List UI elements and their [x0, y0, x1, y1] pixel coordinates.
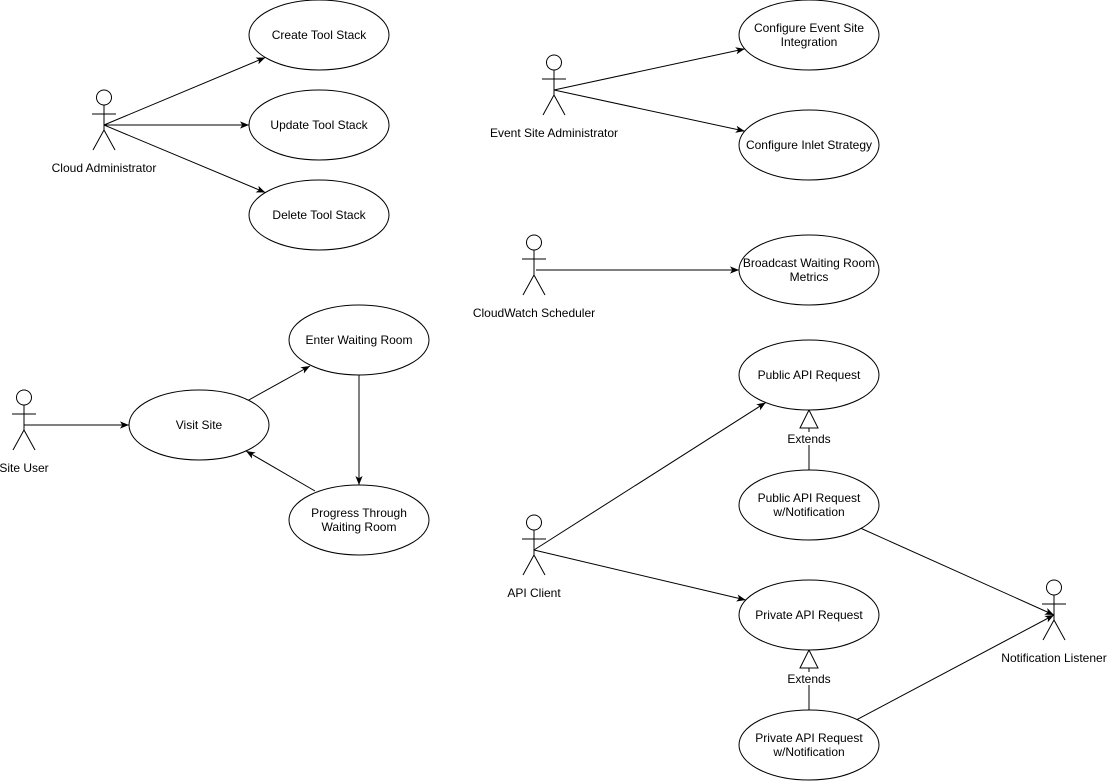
use-case-label: Public API Request [758, 368, 861, 382]
actor-head [96, 89, 112, 106]
actor-label: Event Site Administrator [490, 126, 618, 140]
use-case-ellipse[interactable] [288, 304, 430, 376]
use-case-delete-tool-stack[interactable]: Delete Tool Stack [248, 179, 390, 251]
use-case-label: Private API Request [755, 608, 863, 622]
use-case-label: Broadcast Waiting Room [743, 256, 875, 270]
association-private-api-request-notification-to-notification-listener [856, 614, 1055, 720]
use-case-visit-site[interactable]: Visit Site [128, 389, 270, 461]
association-public-api-request-notification-to-notification-listener [860, 527, 1055, 616]
association-event-site-admin-to-configure-inlet-strategy [553, 89, 745, 133]
association-event-site-admin-to-configure-event-site-integration [553, 47, 745, 91]
use-case-ellipse[interactable] [738, 709, 880, 781]
actor-label: Cloud Administrator [52, 161, 157, 175]
actor-left-leg [522, 274, 535, 296]
association-cloud-admin-to-create-tool-stack [103, 57, 266, 126]
actor-label: CloudWatch Scheduler [473, 306, 595, 320]
actor-right-leg [1053, 619, 1066, 641]
use-case-ellipse[interactable] [248, 179, 390, 251]
actor-label: API Client [507, 586, 561, 600]
association-visit-site-to-enter-waiting-room [246, 365, 311, 402]
use-case-label: Enter Waiting Room [306, 333, 413, 347]
use-case-private-api-request[interactable]: Private API Request [738, 579, 880, 651]
use-case-enter-waiting-room[interactable]: Enter Waiting Room [288, 304, 430, 376]
use-case-label: w/Notification [772, 745, 844, 759]
use-case-label: Update Tool Stack [270, 118, 368, 132]
extends-label-bg [785, 432, 833, 445]
use-case-label: Visit Site [176, 418, 223, 432]
actor-right-leg [533, 274, 546, 296]
use-case-configure-inlet-strategy[interactable]: Configure Inlet Strategy [738, 109, 880, 181]
use-case-ellipse[interactable] [738, 109, 880, 181]
use-case-label: Configure Event Site [754, 21, 864, 35]
actor-right-leg [533, 554, 546, 576]
actor-event-site-admin[interactable]: Event Site Administrator [490, 54, 618, 140]
use-case-label: Waiting Room [322, 520, 397, 534]
use-case-label: w/Notification [772, 505, 844, 519]
actor-label: Notification Listener [1001, 651, 1106, 665]
use-case-label: Private API Request [755, 731, 863, 745]
extends-private-api-request-notification-to-private-api-request: Extends [785, 648, 833, 710]
actor-right-leg [23, 429, 36, 451]
use-case-label: Progress Through [311, 506, 407, 520]
use-case-ellipse[interactable] [248, 89, 390, 161]
use-case-ellipse[interactable] [248, 0, 390, 71]
use-case-ellipse[interactable] [738, 234, 880, 306]
use-case-label: Configure Inlet Strategy [746, 138, 872, 152]
actor-icon [1042, 579, 1066, 641]
use-case-public-api-request[interactable]: Public API Request [738, 339, 880, 411]
association-cloud-admin-to-delete-tool-stack [103, 124, 266, 193]
use-case-label: Public API Request [758, 491, 861, 505]
actor-icon [92, 89, 116, 151]
extends-public-api-request-notification-to-public-api-request: Extends [785, 408, 833, 470]
actor-head [546, 54, 562, 71]
actor-left-leg [92, 129, 105, 151]
actor-icon [542, 54, 566, 116]
actor-cloud-admin[interactable]: Cloud Administrator [52, 89, 157, 175]
use-case-ellipse[interactable] [288, 484, 430, 556]
actor-site-user[interactable]: Site User [0, 389, 49, 475]
association-api-client-to-private-api-request [533, 549, 746, 602]
actor-cloudwatch-scheduler[interactable]: CloudWatch Scheduler [473, 234, 595, 320]
actor-left-leg [12, 429, 25, 451]
actor-left-leg [522, 554, 535, 576]
actor-icon [12, 389, 36, 451]
use-case-label: Integration [781, 35, 838, 49]
actor-notification-listener[interactable]: Notification Listener [1001, 579, 1107, 665]
association-progress-through-waiting-room-to-visit-site [245, 450, 316, 492]
association-api-client-to-public-api-request [533, 402, 767, 551]
actor-api-client[interactable]: API Client [507, 514, 561, 600]
actor-left-leg [542, 94, 555, 116]
use-case-ellipse[interactable] [738, 0, 880, 71]
actor-head [16, 389, 32, 406]
use-case-label: Delete Tool Stack [272, 208, 366, 222]
actor-right-leg [553, 94, 566, 116]
use-case-ellipse[interactable] [738, 469, 880, 541]
actor-left-leg [1042, 619, 1055, 641]
extends-arrowhead [799, 408, 819, 429]
use-case-ellipse[interactable] [738, 579, 880, 651]
use-case-update-tool-stack[interactable]: Update Tool Stack [248, 89, 390, 161]
extends-label-bg [785, 672, 833, 685]
actor-head [1046, 579, 1062, 596]
actor-icon [522, 234, 546, 296]
use-case-create-tool-stack[interactable]: Create Tool Stack [248, 0, 390, 71]
use-case-label: Create Tool Stack [272, 28, 367, 42]
extends-arrowhead [799, 648, 819, 669]
use-case-ellipse[interactable] [128, 389, 270, 461]
actor-icon [522, 514, 546, 576]
use-case-label: Metrics [790, 270, 829, 284]
extends-label: Extends [787, 432, 830, 446]
actor-right-leg [103, 129, 116, 151]
extends-label: Extends [787, 672, 830, 686]
actor-label: Site User [0, 461, 49, 475]
actor-head [526, 514, 542, 531]
use-case-ellipse[interactable] [738, 339, 880, 411]
actor-head [526, 234, 542, 251]
